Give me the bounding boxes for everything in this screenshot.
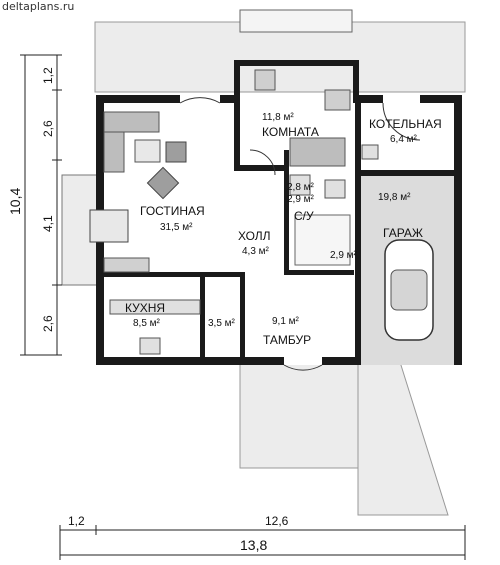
kitchen-counter [109, 299, 201, 315]
armchair [165, 141, 187, 163]
shower [289, 174, 311, 196]
left-total-dim: 10,4 [7, 188, 23, 215]
left-dim-1: 1,2 [41, 67, 55, 84]
boiler-name: КОТЕЛЬНАЯ [369, 117, 442, 131]
bath-area-2: 2,9 м² [287, 194, 315, 205]
left-dim-4: 2,6 [41, 315, 55, 332]
bath-name: С/У [294, 209, 314, 223]
sink [139, 337, 161, 355]
plant-row [103, 257, 150, 273]
pantry-area: 3,5 м² [208, 318, 236, 329]
left-dim-2: 2,6 [41, 120, 55, 137]
door-swing [283, 364, 323, 371]
door-swing [382, 102, 421, 141]
vestibule-area: 9,1 м² [272, 316, 300, 327]
entry-porch [239, 359, 361, 469]
bottom-dim-1: 1,2 [68, 514, 85, 528]
left-dim-3: 4,1 [41, 215, 55, 232]
hall-area: 4,3 м² [242, 246, 270, 257]
toilet [324, 179, 346, 199]
bed [289, 137, 346, 167]
armchair [146, 166, 180, 200]
room-area: 11,8 м² [262, 112, 294, 123]
kitchen-name: КУХНЯ [125, 301, 165, 315]
room-name: КОМНАТА [262, 125, 319, 139]
stairs [294, 214, 351, 266]
bottom-total-dim: 13,8 [240, 537, 267, 553]
living-name: ГОСТИНАЯ [140, 204, 205, 218]
bottom-dim-2: 12,6 [265, 514, 289, 528]
car-roof [390, 269, 428, 311]
boiler-area: 6,4 м² [390, 134, 418, 145]
top-terrace [94, 21, 466, 93]
driveway [357, 361, 449, 516]
chair [254, 69, 276, 91]
chair [324, 89, 351, 111]
stair-area: 2,9 м² [330, 250, 358, 261]
boiler [361, 144, 379, 160]
dining-table [89, 209, 129, 243]
garage-name: ГАРАЖ [383, 226, 423, 240]
living-area: 31,5 м² [160, 222, 193, 233]
vestibule-name: ТАМБУР [263, 333, 311, 347]
bottom-dimension-lines [59, 525, 466, 560]
door-swing [249, 149, 276, 176]
sofa [103, 111, 160, 133]
coffee-table [134, 139, 161, 163]
flower-box [239, 9, 353, 33]
hall-name: ХОЛЛ [238, 229, 271, 243]
bath-area-1: 2,8 м² [287, 182, 315, 193]
site-watermark: deltaplans.ru [2, 0, 75, 13]
left-dimension-lines [20, 54, 62, 356]
kitchen-area: 8,5 м² [133, 318, 161, 329]
garage-area: 19,8 м² [378, 192, 411, 203]
door-swing [179, 97, 221, 104]
